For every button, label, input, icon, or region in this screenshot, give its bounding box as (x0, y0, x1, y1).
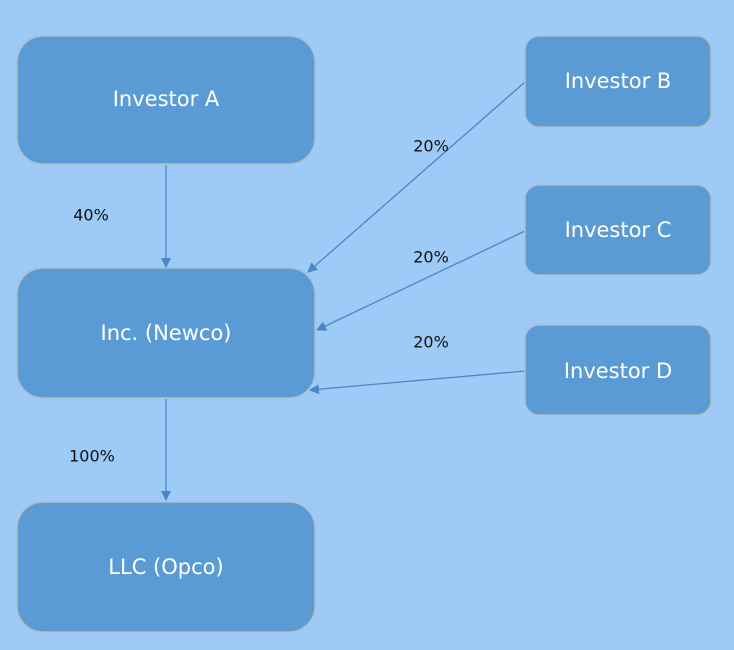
edge-label-a: 40% (73, 206, 109, 225)
edge-d-to-newco (309, 370, 526, 395)
node-investor-a[interactable]: Investor A (16, 35, 316, 165)
node-label: Inc. (Newco) (101, 321, 232, 345)
edges (161, 81, 526, 501)
node-label: Investor A (113, 87, 220, 111)
edge-label-b: 20% (413, 137, 449, 156)
node-investor-d[interactable]: Investor D (524, 324, 712, 416)
edge-c-to-newco (316, 230, 526, 331)
node-investor-c[interactable]: Investor C (524, 184, 712, 276)
node-newco[interactable]: Inc. (Newco) (16, 267, 316, 399)
node-opco[interactable]: LLC (Opco) (16, 501, 316, 633)
edge-b-to-newco (307, 81, 526, 273)
edge-label-d: 20% (413, 333, 449, 352)
node-label: Investor D (564, 359, 672, 383)
edge-label-opco: 100% (69, 447, 115, 466)
node-investor-b[interactable]: Investor B (524, 35, 712, 128)
edge-label-c: 20% (413, 248, 449, 267)
node-label: Investor C (565, 218, 672, 242)
node-label: Investor B (565, 69, 672, 93)
node-label: LLC (Opco) (108, 555, 223, 579)
